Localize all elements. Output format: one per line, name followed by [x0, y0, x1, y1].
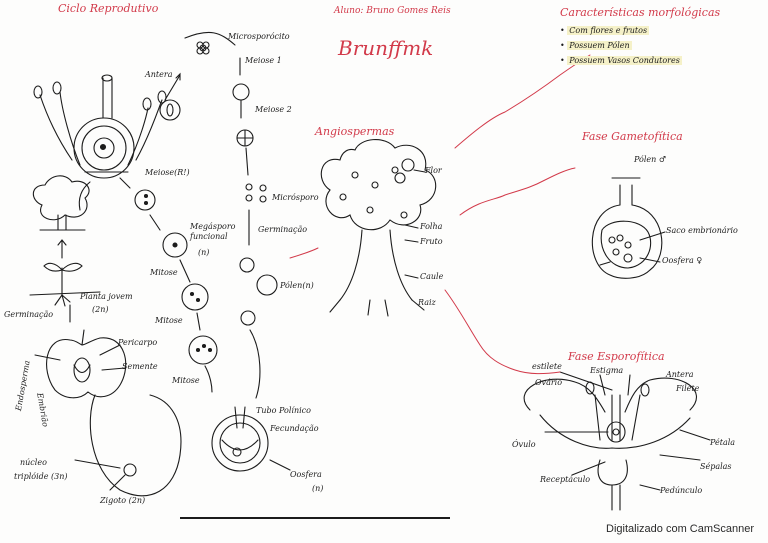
label-polen-male: Pólen ♂ [634, 155, 667, 164]
label-planta-jovem: Planta jovem [80, 292, 133, 301]
label-polen: Pólen(n) [280, 281, 314, 290]
label-mitose-1: Mitose [150, 268, 178, 277]
label-semente: Semente [122, 362, 158, 371]
label-receptaculo: Receptáculo [540, 475, 591, 484]
student-name: Aluno: Bruno Gomes Reis [334, 6, 451, 16]
label-microsporo: Micrósporo [272, 193, 319, 202]
morphology-item-3: • Possuem Vasos Condutores [560, 56, 682, 65]
label-oosfera-female: Oosfera ♀ [662, 256, 703, 265]
gametophyte-drawing [591, 177, 666, 279]
label-estigma: Estigma [590, 366, 624, 375]
flower-drawing [33, 74, 167, 179]
label-antera: Antera [145, 70, 173, 79]
angiosperm-tree [320, 139, 437, 317]
label-megasporo-n: (n) [198, 248, 210, 257]
label-flor: Flor [425, 166, 442, 175]
scanner-watermark: Digitalizado com CamScanner [606, 523, 754, 535]
label-antera-right: Antera [666, 370, 694, 379]
label-raiz: Raiz [418, 298, 436, 307]
label-meiose-r: Meiose(R!) [145, 168, 190, 177]
label-fruto: Fruto [420, 237, 443, 246]
angiospermas-title: Angiospermas [315, 125, 395, 138]
label-meiose1: Meiose 1 [245, 56, 282, 65]
label-triploide: triplóide (3n) [14, 472, 68, 481]
sporophyte-flower-drawing [523, 371, 711, 511]
label-germinacao-2: Germinação [4, 310, 54, 319]
morphology-item-2: • Possuem Pólen [560, 41, 632, 50]
label-ovario: Ovário [535, 378, 563, 387]
label-microsporocito: Microsporócito [228, 32, 290, 41]
label-planta-jovem-n: (2n) [92, 305, 109, 314]
label-ovulo: Óvulo [512, 440, 536, 449]
morphology-item-1: • Com flores e frutos [560, 26, 650, 35]
gametophytic-title: Fase Gametofítica [582, 130, 683, 143]
cycle-title: Ciclo Reprodutivo [58, 2, 159, 15]
label-oosfera-n: (n) [312, 484, 324, 493]
label-saco-embrionario: Saco embrionário [666, 226, 738, 235]
label-zigoto: Zigoto (2n) [100, 496, 146, 505]
label-sepalas: Sépalas [700, 462, 732, 471]
label-fecundacao: Fecundação [270, 424, 319, 433]
student-signature: Brunffmk [338, 36, 434, 60]
label-megasporo: Megásporo funcional [190, 222, 236, 241]
label-petala: Pétala [710, 438, 736, 447]
label-meiose2: Meiose 2 [255, 105, 292, 114]
label-nucleo: núcleo [20, 458, 47, 467]
morphology-title: Características morfológicas [560, 6, 721, 19]
label-pedunculo: Pedúnculo [660, 486, 703, 495]
sporophytic-title: Fase Esporofítica [568, 350, 665, 363]
label-germinacao: Germinação [258, 225, 308, 234]
label-caule: Caule [420, 272, 444, 281]
label-pericarpo: Pericarpo [118, 338, 158, 347]
label-filete: Filete [676, 384, 700, 393]
label-tubo-polinico: Tubo Polínico [256, 406, 311, 415]
label-mitose-3: Mitose [172, 376, 200, 385]
label-mitose-2: Mitose [155, 316, 183, 325]
label-oosfera: Oosfera [290, 470, 322, 479]
label-estilete: estilete [532, 362, 562, 371]
label-folha: Folha [420, 222, 443, 231]
